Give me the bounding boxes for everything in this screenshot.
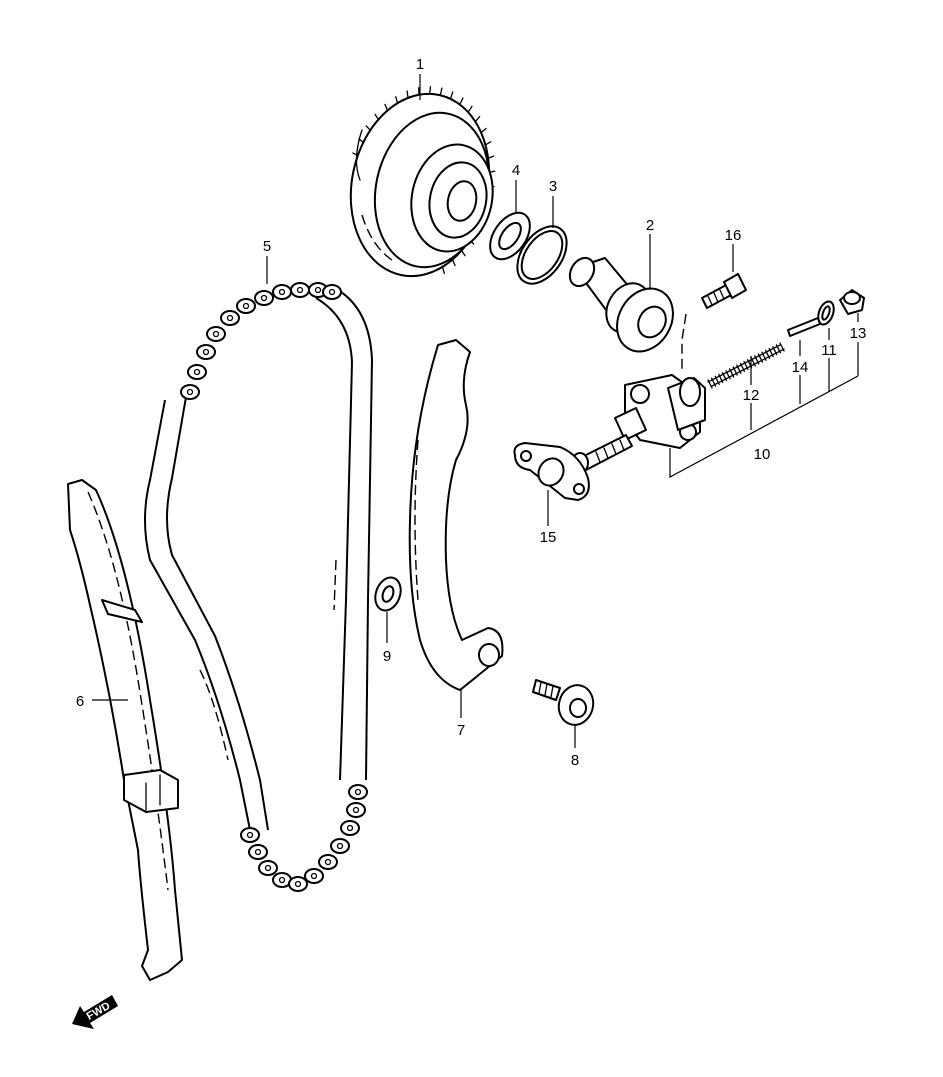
callout-15: 15 [540,529,557,546]
callout-7: 7 [457,722,465,739]
part-16-bolt[interactable] [701,273,747,309]
chain-links [180,282,368,892]
callout-9: 9 [383,648,391,665]
callout-3: 3 [549,178,557,195]
part-9-washer[interactable] [371,574,405,614]
leader-lines [92,74,859,748]
part-10-tensioner-body[interactable] [571,374,706,474]
callout-2: 2 [646,217,654,234]
callout-13: 13 [850,325,867,342]
fwd-direction-arrow: FWD [72,995,118,1029]
arrow-left-down-icon [72,995,118,1029]
callout-14: 14 [792,359,809,376]
callout-5: 5 [263,238,271,255]
part-2-idler-shaft[interactable] [565,254,684,362]
part-1-idler-gear[interactable] [334,81,505,289]
callout-8: 8 [571,752,579,769]
part-5-cam-chain[interactable] [144,282,373,892]
part-11-washer[interactable] [815,299,836,326]
spring-coils [707,342,785,389]
part-12-spring[interactable] [707,342,785,389]
part-3-o-ring[interactable] [507,217,576,292]
callout-6: 6 [76,693,84,710]
part-15-gasket[interactable] [513,442,590,501]
callout-10: 10 [754,446,771,463]
part-8-guide-bolt[interactable] [532,679,598,729]
callout-1: 1 [416,56,424,73]
callout-12: 12 [743,387,760,404]
callout-16: 16 [725,227,742,244]
callout-11: 11 [821,342,837,359]
part-6-chain-guide[interactable] [67,479,183,981]
part-14-push-rod[interactable] [787,317,821,337]
part-13-cap-bolt[interactable] [839,289,865,315]
part-4-washer[interactable] [482,206,538,267]
part-7-tensioner-guide[interactable] [408,339,504,691]
callout-4: 4 [512,162,520,179]
fwd-label: FWD [85,1000,113,1023]
callout-labels: 1 2 3 4 5 6 7 8 9 10 11 12 13 14 15 16 [76,56,867,769]
